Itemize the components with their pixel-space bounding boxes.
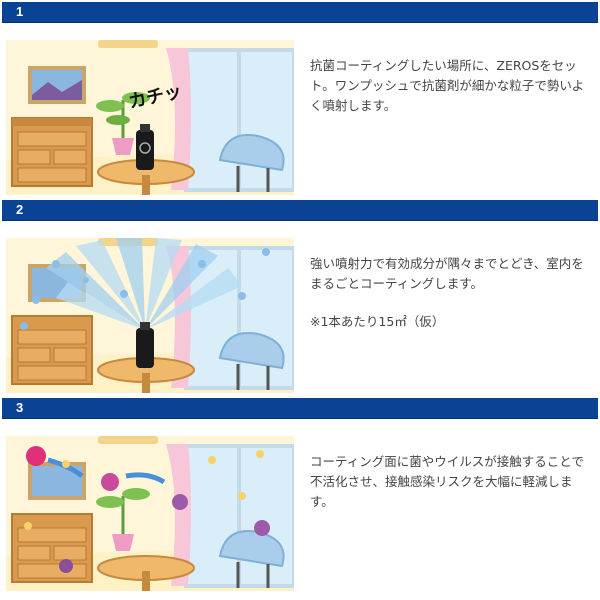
step-header-3: 3: [2, 398, 598, 419]
dresser-illustration: [11, 117, 93, 187]
zeros-spray-can: [136, 328, 154, 368]
step-number-1: 1: [16, 4, 24, 19]
step-header-1: 1: [2, 2, 598, 23]
zeros-spray-can: [136, 124, 154, 170]
step-description-1: 抗菌コーティングしたい場所に、ZEROSをセット。ワンプッシュで抗菌剤が細かな粒…: [310, 58, 585, 113]
arrow-icon: [125, 472, 166, 485]
room-illustration-2: [6, 238, 294, 393]
room-scene-1: カチッ: [6, 40, 294, 195]
particle-sparkles: [24, 450, 264, 530]
room-scene-3: [6, 436, 294, 591]
room-illustration-1: カチッ: [6, 40, 294, 195]
step-header-2: 2: [2, 200, 598, 221]
particle-sparkles: [20, 248, 270, 330]
ceiling-lamp: [98, 40, 158, 48]
step-description-3: コーティング面に菌やウイルスが接触することで不活化させ、接触感染リスクを大幅に軽…: [310, 454, 584, 509]
curtain-illustration: [166, 48, 191, 190]
step-number-3: 3: [16, 400, 24, 415]
step-description-2: 強い噴射力で有効成分が隅々までとどき、室内をまるごとコーティングします。: [310, 256, 584, 291]
step-number-2: 2: [16, 202, 24, 217]
room-illustration-3: [6, 436, 294, 591]
germ-icons: [26, 446, 270, 573]
coverage-note: ※1本あたり15㎡（仮）: [310, 314, 445, 329]
potted-plant: [96, 92, 150, 155]
room-scene-2: [6, 238, 294, 393]
chair-illustration: [218, 134, 285, 192]
spray-burst: [46, 238, 242, 330]
